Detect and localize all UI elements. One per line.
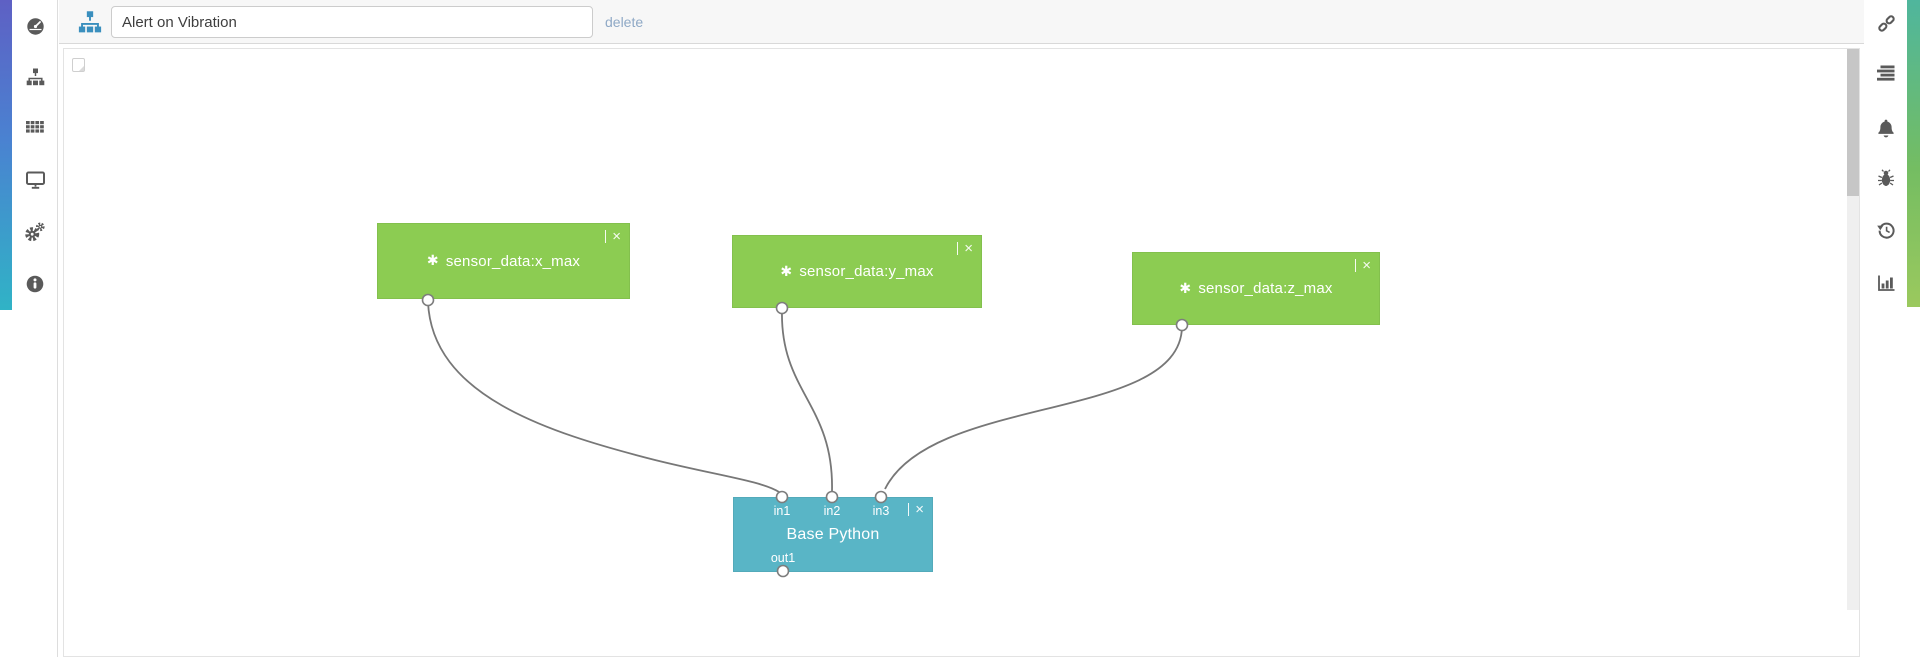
sidebar-item-settings[interactable] <box>20 217 50 247</box>
input-port-label[interactable]: in2 <box>823 504 841 518</box>
canvas-scrollbar-track[interactable] <box>1847 49 1859 610</box>
tool-item-history[interactable] <box>1871 215 1901 245</box>
canvas-container <box>59 44 1864 657</box>
tool-item-logs[interactable] <box>1871 58 1901 88</box>
tool-item-alerts[interactable] <box>1871 113 1901 143</box>
bell-icon <box>1878 119 1894 137</box>
canvas-page-icon[interactable] <box>72 58 85 72</box>
delete-flow-link[interactable]: delete <box>605 14 644 30</box>
tool-item-debug[interactable] <box>1871 163 1901 193</box>
sidebar-item-displays[interactable] <box>20 165 50 195</box>
table-icon <box>26 120 44 133</box>
output-port-label[interactable]: out1 <box>770 551 796 565</box>
canvas-scrollbar-thumb[interactable] <box>1847 49 1859 196</box>
node-title: ✱ sensor_data:y_max <box>780 262 934 280</box>
info-icon <box>26 275 44 293</box>
tool-item-links[interactable] <box>1871 8 1901 38</box>
bar-chart-icon <box>1878 275 1895 291</box>
history-icon <box>1876 222 1895 239</box>
sidebar-item-tables[interactable] <box>20 113 50 143</box>
node-sensor-x-max[interactable]: ✱ sensor_data:x_max × <box>377 223 630 299</box>
node-title: ✱ sensor_data:z_max <box>1179 279 1333 297</box>
flow-type-icon <box>78 11 102 33</box>
node-title: Base Python <box>786 525 880 543</box>
asterisk-icon: ✱ <box>1179 279 1192 296</box>
link-icon <box>1877 14 1895 32</box>
monitor-icon <box>25 171 45 189</box>
tool-item-charts[interactable] <box>1871 268 1901 298</box>
sidebar-item-info[interactable] <box>20 269 50 299</box>
sitemap-icon <box>26 68 44 86</box>
left-gradient-strip <box>0 0 12 310</box>
node-close-button[interactable]: × <box>908 502 924 517</box>
flow-title-input[interactable] <box>111 6 593 38</box>
node-close-button[interactable]: × <box>1355 258 1371 273</box>
node-base-python[interactable]: in1 in2 in3 out1 Base Python × <box>733 497 933 572</box>
asterisk-icon: ✱ <box>780 262 793 279</box>
input-port-label[interactable]: in3 <box>872 504 890 518</box>
node-sensor-y-max[interactable]: ✱ sensor_data:y_max × <box>732 235 982 308</box>
right-sidebar <box>1864 0 1920 657</box>
right-gradient-strip <box>1907 0 1920 307</box>
input-port-label[interactable]: in1 <box>773 504 791 518</box>
bug-icon <box>1878 168 1894 186</box>
sidebar-item-dashboard[interactable] <box>20 11 50 41</box>
dashboard-icon <box>26 17 44 35</box>
sidebar-item-flows[interactable] <box>20 62 50 92</box>
gears-icon <box>25 222 45 242</box>
node-title: ✱ sensor_data:x_max <box>426 252 581 270</box>
flow-canvas[interactable] <box>63 48 1860 657</box>
left-sidebar <box>0 0 58 657</box>
logs-icon <box>1877 65 1895 81</box>
node-sensor-z-max[interactable]: ✱ sensor_data:z_max × <box>1132 252 1380 325</box>
asterisk-icon: ✱ <box>426 252 439 268</box>
flow-header: delete <box>59 0 1864 44</box>
node-close-button[interactable]: × <box>605 229 621 244</box>
node-close-button[interactable]: × <box>957 241 973 256</box>
